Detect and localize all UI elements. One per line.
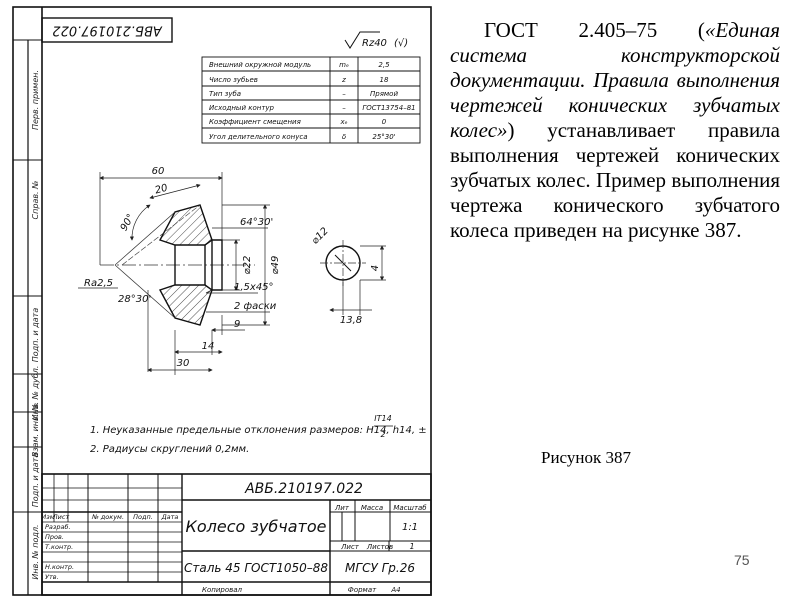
dim-phi49: ⌀49 <box>270 256 281 275</box>
dimension-lines <box>78 172 270 375</box>
dim-60: 60 <box>152 166 165 177</box>
side-label-sign-date-1: Подп. и дата <box>31 308 40 363</box>
dim-phi22: ⌀22 <box>242 256 253 275</box>
param-name-contour: Исходный контур <box>209 104 275 112</box>
side-strip-dividers <box>13 39 42 513</box>
title-sheets-value: 1 <box>409 542 414 551</box>
text-title-quoted: «Единая система конструкторской документ… <box>450 18 780 142</box>
side-label-first-use: Перв. примен. <box>31 70 40 130</box>
roughness-symbol <box>344 31 380 49</box>
dim-9: 9 <box>234 319 240 330</box>
dim-28-deg: 28°30' <box>118 294 151 305</box>
param-val-tooth-type: Прямой <box>370 90 398 98</box>
params-table-grid <box>201 56 421 144</box>
side-label-replaced: Взам. инв. № <box>31 403 40 457</box>
title-format-value: А4 <box>390 586 400 594</box>
tb-role-tech-control: Т.контр. <box>45 543 73 551</box>
side-label-ref-no: Справ. № <box>31 181 40 220</box>
param-val-teeth: 18 <box>380 76 389 84</box>
dim-ra: Ra2,5 <box>84 278 113 289</box>
param-sym-tooth-type: – <box>342 90 346 98</box>
param-sym-shift: xₑ <box>339 118 347 126</box>
title-sheets-label: Листов <box>366 543 393 551</box>
title-format-label: Формат <box>348 586 377 594</box>
param-name-teeth: Число зубьев <box>209 76 258 84</box>
figure-caption: Рисунок 387 <box>541 448 631 467</box>
note-radii: 2. Радиусы скруглений 0,2мм. <box>90 444 249 455</box>
mirrored-stamp-code: АВБ.210197.022 <box>52 23 162 38</box>
dim-90-deg: 90° <box>119 212 137 233</box>
note-tolerances: 1. Неуказанные предельные отклонения раз… <box>90 425 427 436</box>
tb-header-change: Изм <box>41 513 54 521</box>
page-number: 75 <box>734 552 750 568</box>
tb-header-sheet: Лист <box>52 513 70 521</box>
param-name-cone-angle: Угол делительного конуса <box>209 133 308 141</box>
param-name-tooth-type: Тип зуба <box>209 90 241 98</box>
title-block-grid <box>41 473 432 596</box>
title-scale-value: 1:1 <box>402 522 418 533</box>
param-val-cone-angle: 25°30' <box>372 133 395 141</box>
tb-role-norm-control: Н.контр. <box>45 563 74 571</box>
dim-30: 30 <box>177 358 190 369</box>
title-sheet-label: Лист <box>340 543 360 551</box>
param-sym-teeth: z <box>341 76 346 84</box>
param-name-shift: Коэффициент смещения <box>209 118 301 126</box>
tb-role-checker: Пров. <box>45 533 64 541</box>
title-lit-header: Лит <box>334 504 350 512</box>
dim-4: 4 <box>370 265 381 271</box>
dim-chamfer-note: 2 фаски <box>234 301 277 312</box>
param-val-contour: ГОСТ13754–81 <box>362 104 415 112</box>
note-tolerance-denominator: 2 <box>380 430 385 439</box>
tb-role-developer: Разраб. <box>45 523 71 531</box>
title-part-name: Колесо зубчатое <box>186 517 327 536</box>
title-org: МГСУ Гр.26 <box>345 561 415 575</box>
dim-phi12: ⌀12 <box>310 226 331 247</box>
param-sym-contour: – <box>342 104 346 112</box>
param-val-shift: 0 <box>382 118 387 126</box>
side-label-inv-orig: Инв. № подл. <box>31 524 40 579</box>
dim-64-deg: 64°30' <box>240 217 273 228</box>
note-tolerance-numerator: IT14 <box>374 414 391 423</box>
tb-header-doc-no: № докум. <box>91 513 124 521</box>
tb-role-approved: Утв. <box>45 573 59 581</box>
roughness-tail: (√) <box>394 38 408 49</box>
mirrored-stamp-box <box>41 17 173 43</box>
side-label-inv-dup: Инв. № дубл. <box>31 366 40 421</box>
bore-view <box>320 240 386 315</box>
dim-20: 20 <box>154 183 169 197</box>
text-rest: ) устанавливает правила выполнения черте… <box>450 118 780 242</box>
tb-header-date: Дата <box>161 513 179 521</box>
tb-header-sign: Подп. <box>133 513 153 521</box>
title-mass-header: Масса <box>361 504 383 512</box>
title-scale-header: Масштаб <box>393 504 427 512</box>
text-standard: ГОСТ 2.405–75 ( <box>484 18 705 42</box>
title-material: Сталь 45 ГОСТ1050–88 <box>184 561 328 575</box>
title-copied-label: Копировал <box>202 586 243 594</box>
dim-13-8: 13,8 <box>340 315 362 326</box>
dim-chamfer: 1,5x45° <box>234 282 274 293</box>
dim-14: 14 <box>202 341 215 352</box>
gear-section <box>100 204 255 326</box>
param-sym-cone-angle: δ <box>342 133 346 141</box>
slide-intro-text: ГОСТ 2.405–75 («Единая система конструкт… <box>450 18 780 243</box>
roughness-value: Rz40 <box>362 38 387 49</box>
param-name-module: Внешний окружной модуль <box>209 61 311 69</box>
param-val-module: 2,5 <box>378 61 390 69</box>
param-sym-module: mₑ <box>339 61 349 69</box>
title-doc-code: АВБ.210197.022 <box>244 481 363 497</box>
side-label-sign-date-2: Подп. и дата <box>31 453 40 508</box>
